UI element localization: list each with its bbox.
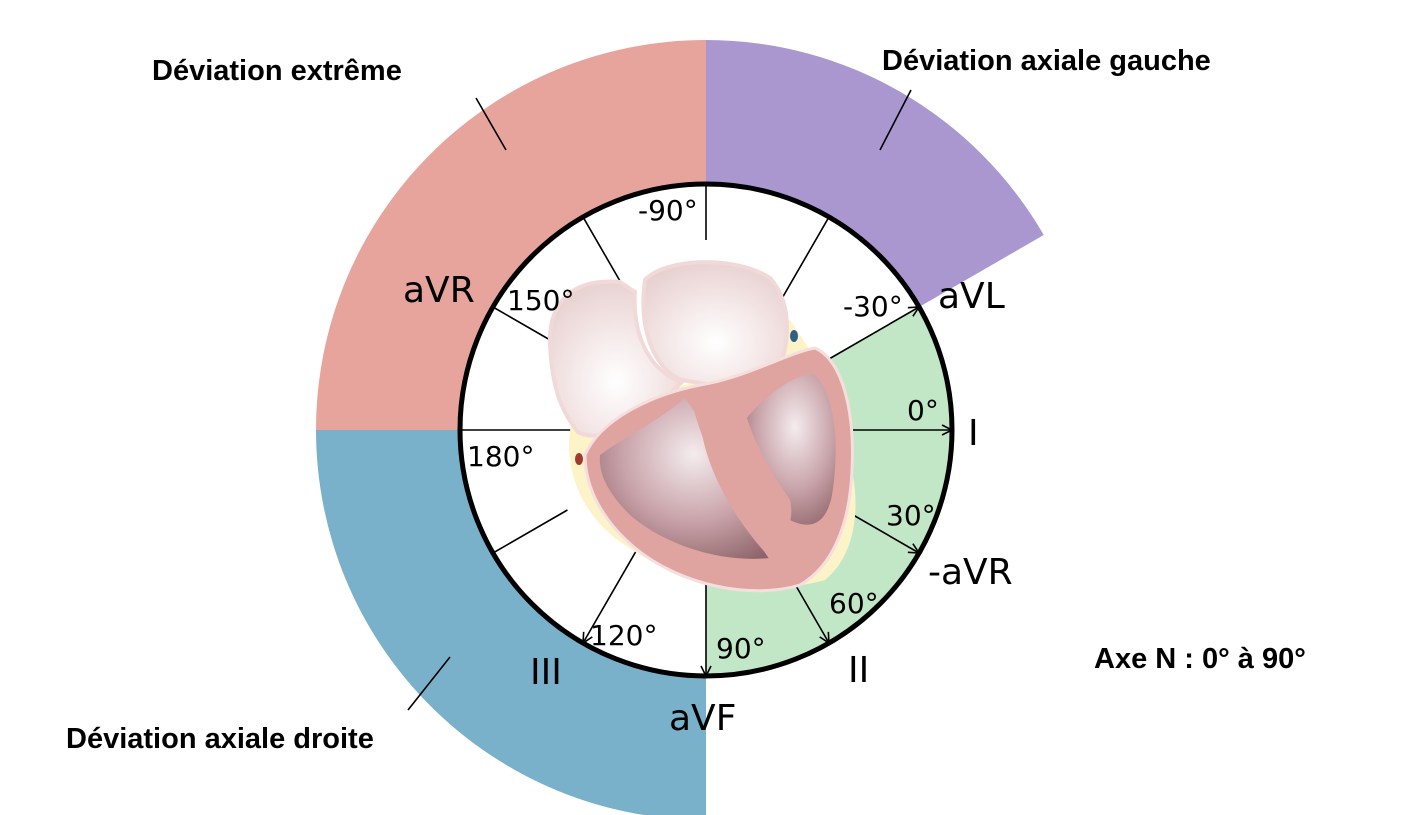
spoke-240 — [582, 216, 622, 284]
spoke-120-iii — [583, 547, 639, 643]
extreme-deviation-sector — [316, 40, 706, 430]
angle-label-60: 60° — [829, 587, 879, 620]
normal-axis-label: Axe N : 0° à 90° — [1094, 643, 1306, 675]
angle-label-90: 90° — [716, 632, 766, 665]
right-axis-deviation-label: Déviation axiale droite — [66, 723, 374, 755]
angle-label-minus-30: -30° — [843, 290, 903, 323]
spoke-30-minus-avr — [844, 509, 919, 553]
angle-label-180: 180° — [467, 440, 534, 473]
left-axis-deviation-label: Déviation axiale gauche — [882, 45, 1211, 77]
axis-ring — [457, 181, 955, 679]
heart-cross-section-icon — [547, 260, 856, 593]
lead-label-i: I — [968, 413, 979, 454]
spoke-150 — [492, 509, 568, 554]
right-axis-deviation-sector — [316, 430, 706, 815]
extreme-deviation-callout — [475, 97, 507, 151]
lead-label-iii: III — [530, 652, 562, 693]
lead-label-ii: II — [848, 650, 869, 691]
extreme-deviation-label: Déviation extrême — [152, 55, 402, 87]
spoke-60-ii — [790, 576, 829, 643]
angle-label-0: 0° — [907, 394, 939, 427]
angle-label-30: 30° — [886, 499, 936, 532]
left-axis-deviation-sector — [706, 40, 1044, 307]
angle-label-120: 120° — [590, 619, 657, 652]
right-axis-deviation-callout — [407, 656, 451, 711]
lead-label-avl: aVL — [938, 276, 1005, 317]
lead-label-minus-avr: -aVR — [928, 552, 1013, 593]
lead-label-avr: aVR — [403, 270, 475, 311]
left-axis-deviation-callout — [879, 89, 912, 151]
angle-label-minus-90: -90° — [638, 194, 698, 227]
angle-label-150: 150° — [507, 284, 574, 317]
lead-label-avf: aVF — [669, 698, 736, 739]
